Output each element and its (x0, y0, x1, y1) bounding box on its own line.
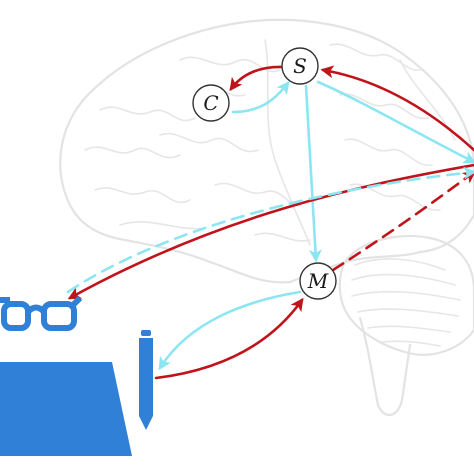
node-m: M (299, 262, 337, 300)
paper-sheet-icon (0, 362, 132, 456)
node-c-label: C (203, 91, 218, 115)
pen-icon (139, 330, 153, 430)
eyeglasses-icon (0, 295, 83, 331)
arrow-right-to-s (320, 65, 474, 152)
connection-arrows (66, 65, 474, 380)
arrow-s-to-c (229, 65, 286, 92)
arrow-glasses-to-right (66, 166, 474, 294)
cerebrum-outline (59, 18, 474, 284)
brainstem-outline (358, 316, 412, 416)
node-c-circle (192, 84, 230, 122)
node-s-circle (281, 47, 319, 85)
arrow-s-to-right (316, 80, 474, 164)
arrow-m-to-right (331, 170, 474, 272)
node-m-circle (299, 262, 337, 300)
node-m-label: M (307, 269, 329, 293)
cerebellum-outline (338, 234, 474, 356)
arrow-c-to-s (231, 80, 290, 114)
arrow-right-to-glasses (67, 163, 474, 300)
brain-outline (59, 18, 474, 416)
arrow-pen-to-m (154, 297, 304, 380)
node-s: S (281, 47, 319, 85)
node-c: C (192, 84, 230, 122)
node-s-label: S (293, 54, 307, 78)
arrow-s-to-m (304, 84, 322, 263)
arrow-m-to-pen (158, 290, 302, 371)
